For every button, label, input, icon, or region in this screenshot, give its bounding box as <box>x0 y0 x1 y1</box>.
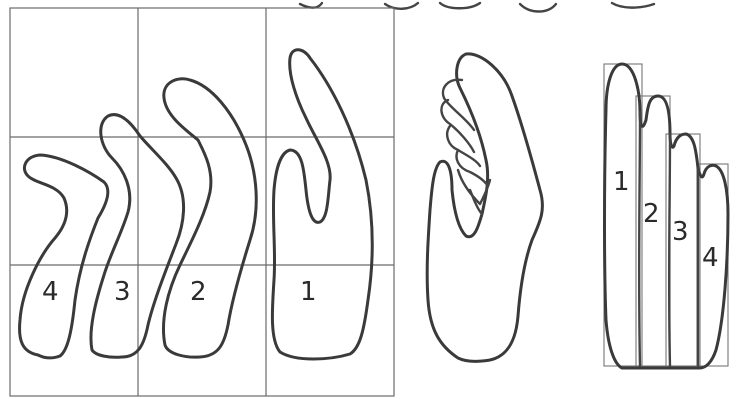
finger-4-outline <box>20 155 108 358</box>
cropped-top-strokes <box>300 3 654 12</box>
finger-3-outline <box>91 115 184 358</box>
finger-1-outline <box>272 50 372 359</box>
proportion-label-4: 4 <box>702 243 719 273</box>
finger-2-outline <box>163 79 256 357</box>
finger-label-2: 2 <box>190 277 207 307</box>
finger-proportion-diagram: 1 2 3 4 <box>604 64 728 368</box>
proportion-label-1: 1 <box>613 167 630 197</box>
finger-label-1: 1 <box>300 277 317 307</box>
finger-label-3: 3 <box>114 277 131 307</box>
proportion-label-2: 2 <box>643 199 660 229</box>
proportion-label-3: 3 <box>672 217 689 247</box>
finger-label-4: 4 <box>42 277 59 307</box>
hand-sketch <box>427 54 542 361</box>
